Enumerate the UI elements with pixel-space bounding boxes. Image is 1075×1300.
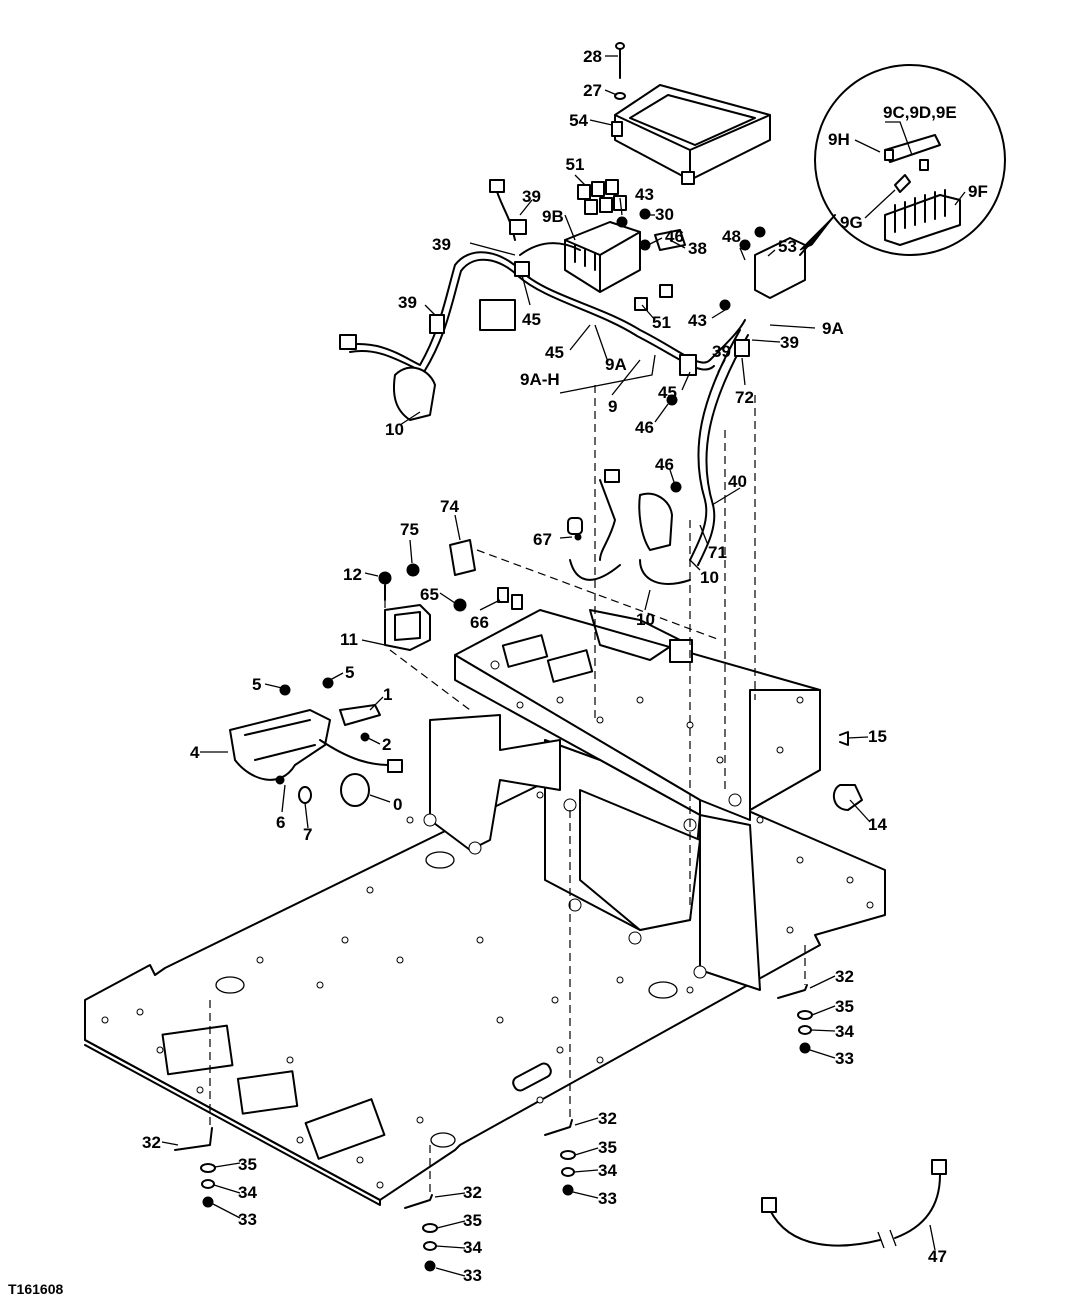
label-34: 34 [463,1238,482,1257]
label-67: 67 [533,530,552,549]
label-11: 11 [340,630,358,649]
fastener-stack-center-left [404,1194,438,1272]
label-35: 35 [463,1211,482,1230]
label-28: 28 [583,47,602,66]
label-46: 46 [635,418,654,437]
label-35: 35 [835,997,854,1016]
label-12: 12 [343,565,362,584]
label-32: 32 [598,1109,617,1128]
detail-inset [799,64,1006,256]
label-39: 39 [522,187,541,206]
label-14: 14 [868,815,887,834]
label-32: 32 [463,1183,482,1202]
label-9a-h: 9A-H [520,370,560,389]
label-9c-9d-9e: 9C,9D,9E [883,103,957,122]
extension-cable [761,1159,947,1249]
label-27: 27 [583,81,602,100]
label-10: 10 [385,420,404,439]
label-34: 34 [835,1022,854,1041]
label-34: 34 [598,1161,617,1180]
alignment-lines [209,385,806,1195]
label-9g: 9G [840,213,863,232]
label-33: 33 [238,1210,257,1229]
label-54: 54 [569,111,588,130]
label-35: 35 [238,1155,257,1174]
label-9b: 9B [542,207,564,226]
label-35: 35 [598,1138,617,1157]
main-harness [339,179,806,585]
label-43: 43 [635,185,654,204]
label-38: 38 [688,239,707,258]
fastener-stack-right [777,984,813,1054]
label-47: 47 [928,1247,947,1266]
label-5: 5 [252,675,261,694]
figure-id: T161608 [8,1281,63,1297]
label-39: 39 [780,333,799,352]
label-46: 46 [655,455,674,474]
label-10: 10 [700,568,719,587]
leader-lines [161,55,966,1277]
label-0: 0 [393,795,402,814]
label-51: 51 [566,155,585,174]
label-32: 32 [835,967,854,986]
label-33: 33 [463,1266,482,1285]
label-9a: 9A [822,319,844,338]
label-48: 48 [722,227,741,246]
label-74: 74 [440,497,459,516]
label-2: 2 [382,735,391,754]
label-65: 65 [420,585,439,604]
part-labels: 28 27 54 51 43 39 9B 30 46 39 38 45 51 3… [8,47,988,1297]
label-6: 6 [276,813,285,832]
label-39: 39 [432,235,451,254]
label-43: 43 [688,311,707,330]
label-71: 71 [708,543,727,562]
label-9f: 9F [968,182,988,201]
label-45: 45 [522,310,541,329]
label-51: 51 [652,313,671,332]
upper-panel-bracket [423,609,821,991]
label-34: 34 [238,1183,257,1202]
label-45: 45 [658,383,677,402]
label-72: 72 [735,388,754,407]
fastener-stack-center [544,1119,576,1196]
label-4: 4 [190,743,200,762]
label-39: 39 [712,342,731,361]
label-39: 39 [398,293,417,312]
label-9: 9 [608,397,617,416]
controller-unit [611,42,771,185]
label-53: 53 [778,237,797,256]
label-7: 7 [303,825,312,844]
label-75: 75 [400,520,419,539]
small-parts [229,208,863,811]
label-30: 30 [655,205,674,224]
label-33: 33 [598,1189,617,1208]
label-5: 5 [345,663,354,682]
fuse-relay-block [564,179,686,311]
label-9h: 9H [828,130,850,149]
label-10: 10 [636,610,655,629]
fastener-stack-left [174,1127,216,1208]
label-1: 1 [383,685,392,704]
label-32: 32 [142,1133,161,1152]
label-46: 46 [665,227,684,246]
label-66: 66 [470,613,489,632]
label-40: 40 [728,472,747,491]
label-15: 15 [868,727,887,746]
label-9a: 9A [605,355,627,374]
label-45: 45 [545,343,564,362]
label-33: 33 [835,1049,854,1068]
